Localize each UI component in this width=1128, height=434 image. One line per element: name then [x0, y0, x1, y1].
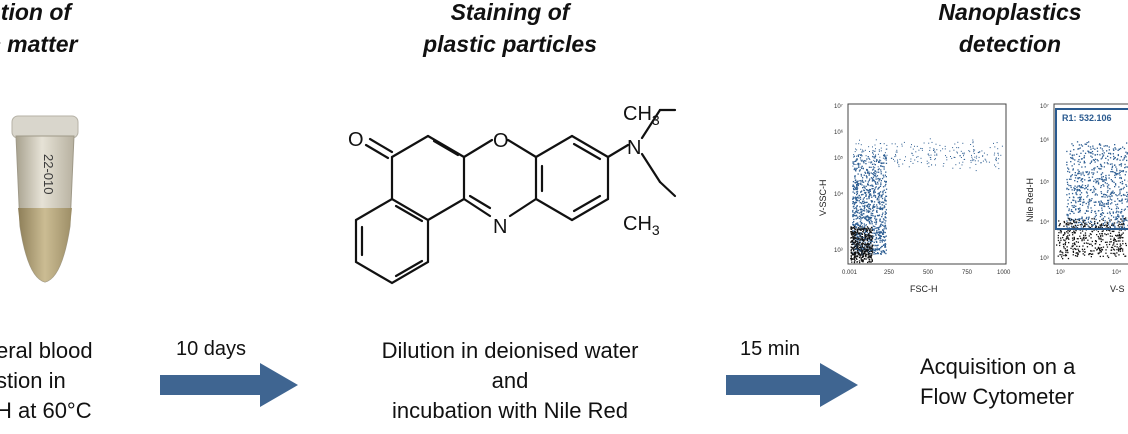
carbonyl-oxygen: O — [348, 129, 364, 151]
title-col1-line1: stion of — [0, 0, 72, 25]
plot2-events — [1056, 141, 1128, 260]
caption-col1-line1: eral blood — [0, 338, 93, 363]
plot1-xlabel: FSC-H — [910, 284, 938, 294]
plot2-ytick-1: 10⁶ — [1040, 137, 1050, 144]
plot2-ytick-2: 10⁵ — [1040, 179, 1050, 186]
plot1-ytick-1: 10⁶ — [834, 129, 844, 136]
plot2-xtick-1: 10⁴ — [1112, 269, 1122, 276]
caption-col3: Acquisition on a Flow Cytometer — [920, 352, 1075, 412]
caption-col2: Dilution in deionised water and incubati… — [335, 336, 685, 426]
plot1-ytick-3: 10⁴ — [834, 191, 844, 198]
arrow-right-1-shape — [160, 363, 298, 407]
plot1-xtick-4: 1000 — [997, 270, 1011, 276]
plot1-xtick-3: 750 — [962, 270, 973, 276]
scatter-plot-fsc-ssc: V-SSC-H FSC-H 0.001 250 500 750 1000 10⁷… — [818, 103, 1011, 294]
plot2-ylabel: Nile Red-H — [1025, 178, 1035, 222]
plot1-events — [850, 138, 1003, 264]
plot1-xtick-1: 250 — [884, 270, 895, 276]
scatter-plot-nile-red: R1: 532.106 Nile Red-H V-S 10³ 10⁴ 10⁷ 1… — [1025, 103, 1128, 294]
plot1-ytick-2: 10⁵ — [834, 155, 844, 162]
title-col1-line2: c matter — [0, 31, 78, 57]
title-col1: stion of c matter — [0, 0, 108, 60]
caption-col2-line3: incubation with Nile Red — [391, 398, 629, 423]
caption-col2-line1: Dilution in deionised water — [381, 338, 639, 363]
plot1-xtick-2: 500 — [923, 270, 934, 276]
title-col2-line2: plastic particles — [423, 31, 597, 57]
arrow-right-1 — [160, 363, 298, 407]
caption-col1: eral blood stion in H at 60°C — [0, 336, 93, 426]
title-col3-line2: detection — [958, 31, 1062, 57]
plot2-gate-r1 — [1055, 108, 1128, 230]
arrow-label-15-min: 15 min — [740, 338, 801, 360]
tube-label: 22-010 — [41, 154, 56, 194]
methyl-bottom: CH3 — [623, 213, 660, 238]
caption-col1-line3: H at 60°C — [0, 398, 92, 423]
plot1-ylabel: V-SSC-H — [818, 179, 828, 216]
plot2-xtick-0: 10³ — [1056, 270, 1065, 276]
caption-col3-line2: Flow Cytometer — [920, 384, 1075, 409]
plot1-ytick-0: 10⁷ — [834, 103, 843, 110]
caption-col1-line2: stion in — [0, 368, 66, 393]
ring-oxygen: O — [493, 130, 509, 152]
caption-col2-line2: and — [491, 368, 529, 393]
plot2-ytick-0: 10⁷ — [1040, 103, 1049, 110]
plot1-frame — [847, 103, 1007, 265]
methyl-top-text: CH — [623, 103, 652, 125]
ring-nitrogen: N — [493, 216, 507, 238]
title-col2-line1: Staining of — [450, 0, 570, 25]
methyl-bottom-subscript: 3 — [652, 222, 660, 238]
plot2-frame — [1053, 103, 1128, 265]
title-col3-line1: Nanoplastics — [938, 0, 1082, 25]
caption-col3-line1: Acquisition on a — [920, 354, 1076, 379]
plot1-ytick-4: 10³ — [834, 248, 843, 254]
arrow-right-2 — [726, 363, 858, 407]
plot2-xlabel: V-S — [1110, 284, 1125, 294]
arrow-right-2-shape — [726, 363, 858, 407]
nile-red-structure: O O N N CH3 CH3 — [348, 103, 677, 285]
title-col3: Nanoplastics detection — [910, 0, 1110, 60]
plot1-xtick-0: 0.001 — [842, 270, 858, 276]
methyl-top: CH3 — [623, 103, 660, 128]
amine-nitrogen: N — [627, 137, 641, 159]
methyl-bottom-text: CH — [623, 213, 652, 235]
sample-tube-image: 22-010 — [11, 115, 79, 283]
plot2-ytick-4: 10³ — [1040, 256, 1049, 262]
plot2-ytick-3: 10⁴ — [1040, 219, 1050, 226]
plot2-gate-label: R1: 532.106 — [1062, 113, 1112, 123]
methyl-top-subscript: 3 — [652, 112, 660, 128]
arrow-label-10-days: 10 days — [176, 338, 247, 360]
title-col2: Staining of plastic particles — [380, 0, 640, 60]
